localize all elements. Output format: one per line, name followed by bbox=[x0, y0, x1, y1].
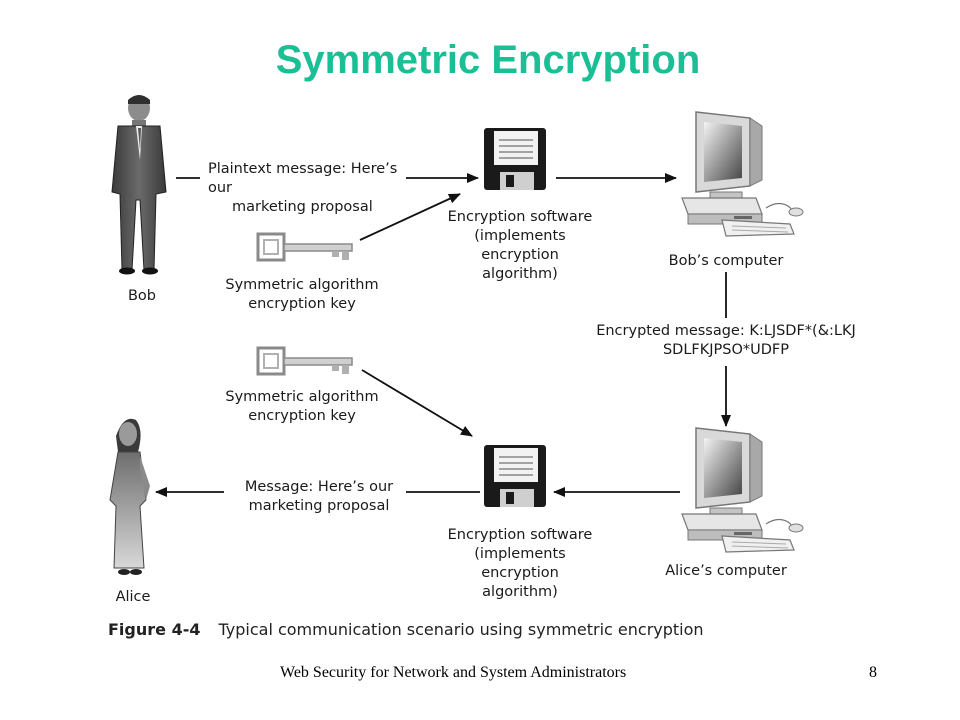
arrow-key-to-bottom-software bbox=[361, 369, 473, 437]
alice-figure-icon bbox=[109, 418, 150, 575]
key-label-top: Symmetric algorithm encryption key bbox=[225, 277, 379, 312]
alice-label: Alice bbox=[115, 589, 151, 605]
figure-number: Figure 4-4 bbox=[108, 620, 201, 639]
slide-title: Symmetric Encryption bbox=[275, 38, 701, 82]
plaintext-message-label: Plaintext message: Here’s our marketing … bbox=[208, 161, 398, 215]
encryption-software-label-bottom: Encryption software (implements encrypti… bbox=[447, 527, 593, 600]
footer-text: Web Security for Network and System Admi… bbox=[280, 664, 627, 681]
arrow-key-to-software bbox=[359, 193, 461, 241]
bob-computer-label: Bob’s computer bbox=[668, 253, 784, 269]
figure-caption-text: Typical communication scenario using sym… bbox=[218, 620, 704, 639]
alice-computer-icon bbox=[681, 427, 804, 553]
received-message-label: Message: Here’s our marketing proposal bbox=[244, 479, 394, 514]
symmetric-key-bottom-icon bbox=[256, 346, 354, 376]
alice-computer-label: Alice’s computer bbox=[665, 563, 787, 579]
encryption-software-label-top: Encryption software (implements encrypti… bbox=[447, 209, 593, 282]
figure-caption: Figure 4-4 Typical communication scenario… bbox=[108, 620, 704, 639]
encryption-software-top-icon bbox=[483, 127, 547, 191]
key-label-bottom: Symmetric algorithm encryption key bbox=[225, 389, 379, 424]
bob-computer-icon bbox=[681, 111, 804, 237]
bob-figure-icon bbox=[111, 95, 167, 275]
page-number: 8 bbox=[869, 664, 877, 681]
encrypted-message-label: Encrypted message: K:LJSDF*(&:LKJ SDLFKJ… bbox=[596, 323, 856, 358]
symmetric-key-top-icon bbox=[256, 232, 354, 262]
encryption-software-bottom-icon bbox=[483, 444, 547, 508]
bob-label: Bob bbox=[127, 288, 157, 304]
